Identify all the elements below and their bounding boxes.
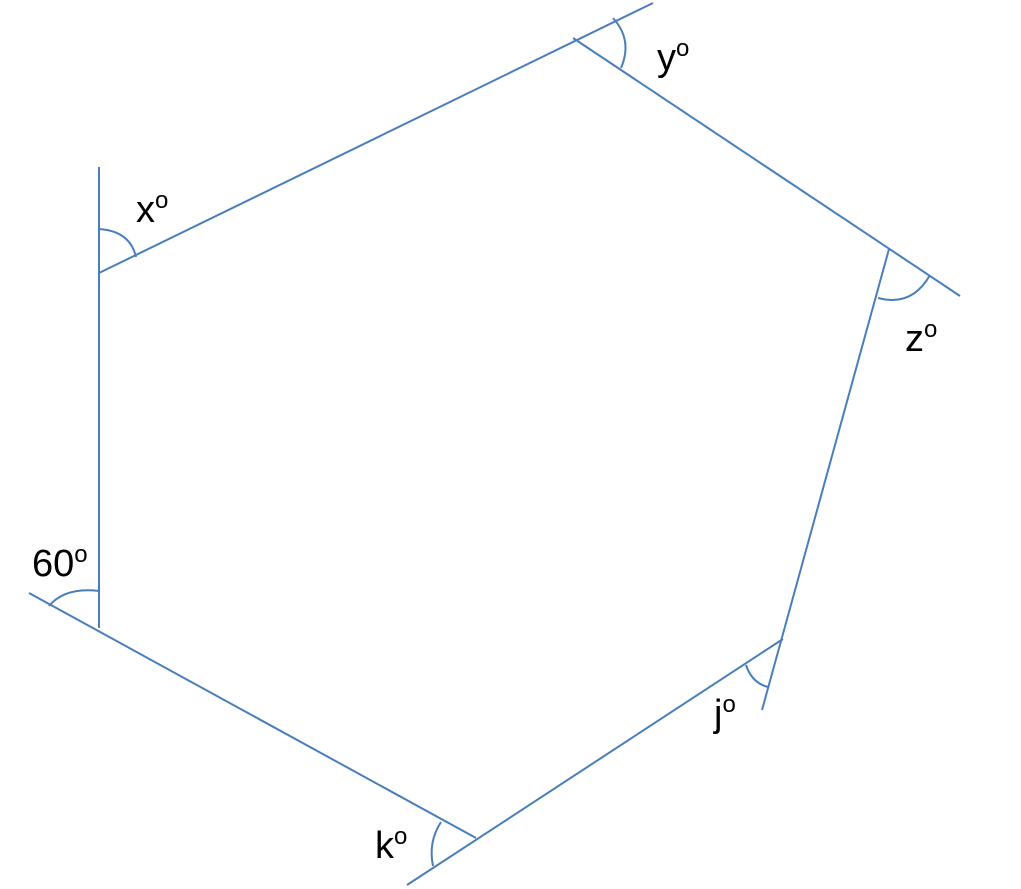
angle-label-60: 60o — [32, 541, 88, 585]
angle-arc-y — [612, 17, 627, 69]
angle-label-x: xo — [136, 187, 168, 231]
angle-arc-z — [877, 274, 931, 301]
angle-label-k: ko — [375, 823, 407, 867]
side-right — [761, 248, 890, 711]
angle-label-j: jo — [713, 691, 736, 735]
side-upper-right — [572, 37, 961, 297]
angle-arc-k — [430, 821, 442, 867]
angle-arc-x — [98, 228, 137, 258]
angle-label-z: zo — [905, 316, 937, 360]
side-bottom — [28, 592, 477, 839]
angle-arc-60 — [48, 589, 100, 607]
side-lower-right — [406, 638, 784, 886]
angle-arc-j — [745, 664, 769, 688]
angle-label-y: yo — [657, 35, 689, 79]
side-top — [98, 2, 654, 274]
